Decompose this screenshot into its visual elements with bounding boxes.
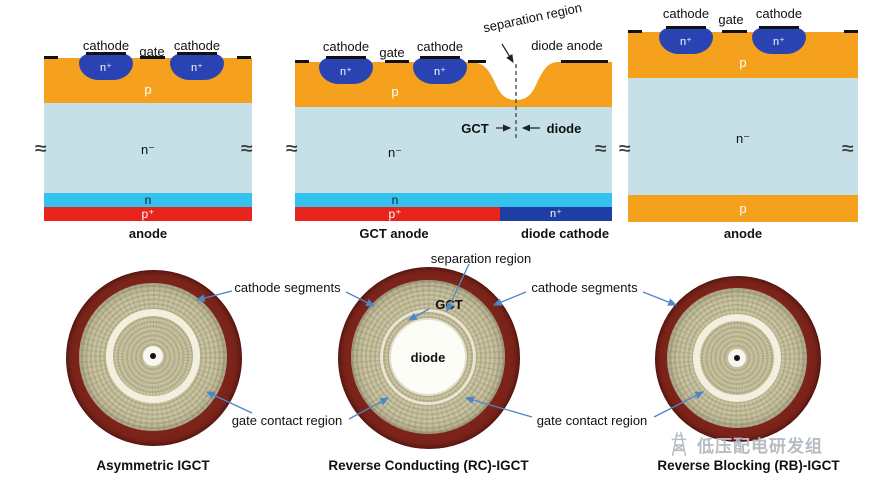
asym-gate-contact <box>140 56 165 59</box>
rc-gct-region-label: GCT <box>461 121 489 136</box>
asym-gate-label: gate <box>139 44 165 59</box>
asym-n-plus-label: n⁺ <box>191 61 203 74</box>
asym-anode-label: anode <box>128 226 168 241</box>
caption-rc-igct: Reverse Conducting (RC)-IGCT <box>328 458 529 473</box>
rc-p-plus-label: p⁺ <box>388 207 402 221</box>
rb-gate-contact <box>722 30 747 33</box>
rc-p-plus-layer <box>295 207 500 221</box>
asym-cathode-contact-right <box>177 52 217 55</box>
break-symbol: ≈ <box>34 139 47 158</box>
asym-n-minus-layer <box>44 103 252 193</box>
rc-n-plus-segment-right: n⁺ <box>413 58 467 84</box>
asym-n-buffer-layer <box>44 193 252 207</box>
asym-wafer-center-dot <box>150 353 156 359</box>
rc-n-plus-label: n⁺ <box>340 65 352 78</box>
rc-diode-region-label: diode <box>546 121 582 136</box>
cathode-segments-arrow-wafer3 <box>642 291 678 306</box>
rc-gate-label: gate <box>379 45 405 60</box>
rc-diode-anode-contact <box>561 60 608 63</box>
rc-n-buffer-label: n <box>391 193 399 207</box>
transmission-tower-icon <box>671 431 687 457</box>
wafer-gate-contact-right-label: gate contact region <box>536 413 648 428</box>
rb-p-top-label: p <box>739 55 747 70</box>
asym-p-plus-layer <box>44 207 252 221</box>
wafer-cathode-segments-left-label: cathode segments <box>234 280 341 295</box>
rb-n-plus-segment-right: n⁺ <box>752 28 806 54</box>
rc-n-minus-layer <box>295 107 612 193</box>
rb-wafer-center-dot <box>734 355 740 361</box>
caption-rb-igct: Reverse Blocking (RB)-IGCT <box>657 458 840 473</box>
caption-asymmetric-igct: Asymmetric IGCT <box>96 458 210 473</box>
rb-n-minus-layer <box>628 78 858 195</box>
rc-n-plus-label: n⁺ <box>434 65 446 78</box>
asym-p-plus-label: p⁺ <box>141 207 155 221</box>
break-symbol: ≈ <box>841 139 854 158</box>
rb-cathode-contact-right <box>759 26 799 29</box>
asym-edge-contact-left <box>44 56 58 59</box>
watermark: 低压配电研发组 <box>668 430 823 458</box>
asym-n-buffer-label: n <box>144 193 152 207</box>
asym-n-plus-segment-left: n⁺ <box>79 54 133 80</box>
rb-n-plus-label: n⁺ <box>680 35 692 48</box>
rc-p-label: p <box>391 84 399 99</box>
rb-n-plus-label: n⁺ <box>773 35 785 48</box>
rb-edge-contact-right <box>844 30 858 33</box>
rc-p-layer-path <box>295 62 612 107</box>
rc-wafer-diode-area: diode <box>389 318 467 396</box>
rb-n-plus-segment-left: n⁺ <box>659 28 713 54</box>
watermark-text: 低压配电研发组 <box>697 436 823 456</box>
rb-wafer-gate-ring <box>693 314 781 402</box>
break-symbol: ≈ <box>240 139 253 158</box>
asym-wafer-gate-ring <box>106 309 200 403</box>
rc-n-plus-segment-left: n⁺ <box>319 58 373 84</box>
asym-edge-contact-right <box>237 56 251 59</box>
wafer-gate-contact-left-label: gate contact region <box>231 413 343 428</box>
asym-n-minus-label: n⁻ <box>140 142 156 157</box>
asym-cathode-left-label: cathode <box>82 38 130 53</box>
rc-diode-n-plus-label: n⁺ <box>550 208 562 220</box>
rc-n-buffer-layer <box>295 193 612 207</box>
rc-diode-cathode-label: diode cathode <box>520 226 610 241</box>
rb-cathode-contact-left <box>666 26 706 29</box>
rc-diode-n-plus-layer <box>500 207 612 221</box>
wafer-gct-label: GCT <box>435 297 463 312</box>
rb-edge-contact-left <box>628 30 642 33</box>
asym-cathode-contact-left <box>86 52 126 55</box>
rc-wafer-diode-label: diode <box>410 349 446 365</box>
asym-n-plus-label: n⁺ <box>100 61 112 74</box>
rc-cathode-left-label: cathode <box>322 39 370 54</box>
rc-edge-contact-left <box>295 60 309 63</box>
wafer-separation-region-label: separation region <box>430 251 532 266</box>
rc-cathode-contact-right <box>420 56 460 59</box>
rb-cathode-left-label: cathode <box>662 6 710 21</box>
wafer-cathode-segments-right-label: cathode segments <box>531 280 638 295</box>
break-symbol: ≈ <box>618 139 631 158</box>
rb-p-bottom-label: p <box>739 201 747 216</box>
asym-cathode-right-label: cathode <box>173 38 221 53</box>
rc-cathode-right-label: cathode <box>416 39 464 54</box>
asym-n-plus-segment-right: n⁺ <box>170 54 224 80</box>
rc-gct-anode-label: GCT anode <box>359 226 429 241</box>
break-symbol: ≈ <box>285 139 298 158</box>
break-symbol: ≈ <box>594 139 607 158</box>
asym-p-label: p <box>144 82 152 97</box>
rc-gate-contact-outer <box>468 60 486 63</box>
rc-cathode-contact-left <box>326 56 366 59</box>
rc-gate-contact <box>385 60 409 63</box>
rc-diode-anode-label: diode anode <box>531 38 603 53</box>
rc-p-layer-shape <box>295 62 612 107</box>
rc-n-minus-label: n⁻ <box>387 145 403 160</box>
rb-gate-label: gate <box>718 12 744 27</box>
rb-cathode-right-label: cathode <box>755 6 803 21</box>
rb-p-bottom-layer <box>628 195 858 222</box>
rb-anode-label: anode <box>723 226 763 241</box>
rb-n-minus-label: n⁻ <box>735 131 751 146</box>
rc-separation-region-label: separation region <box>481 0 584 36</box>
